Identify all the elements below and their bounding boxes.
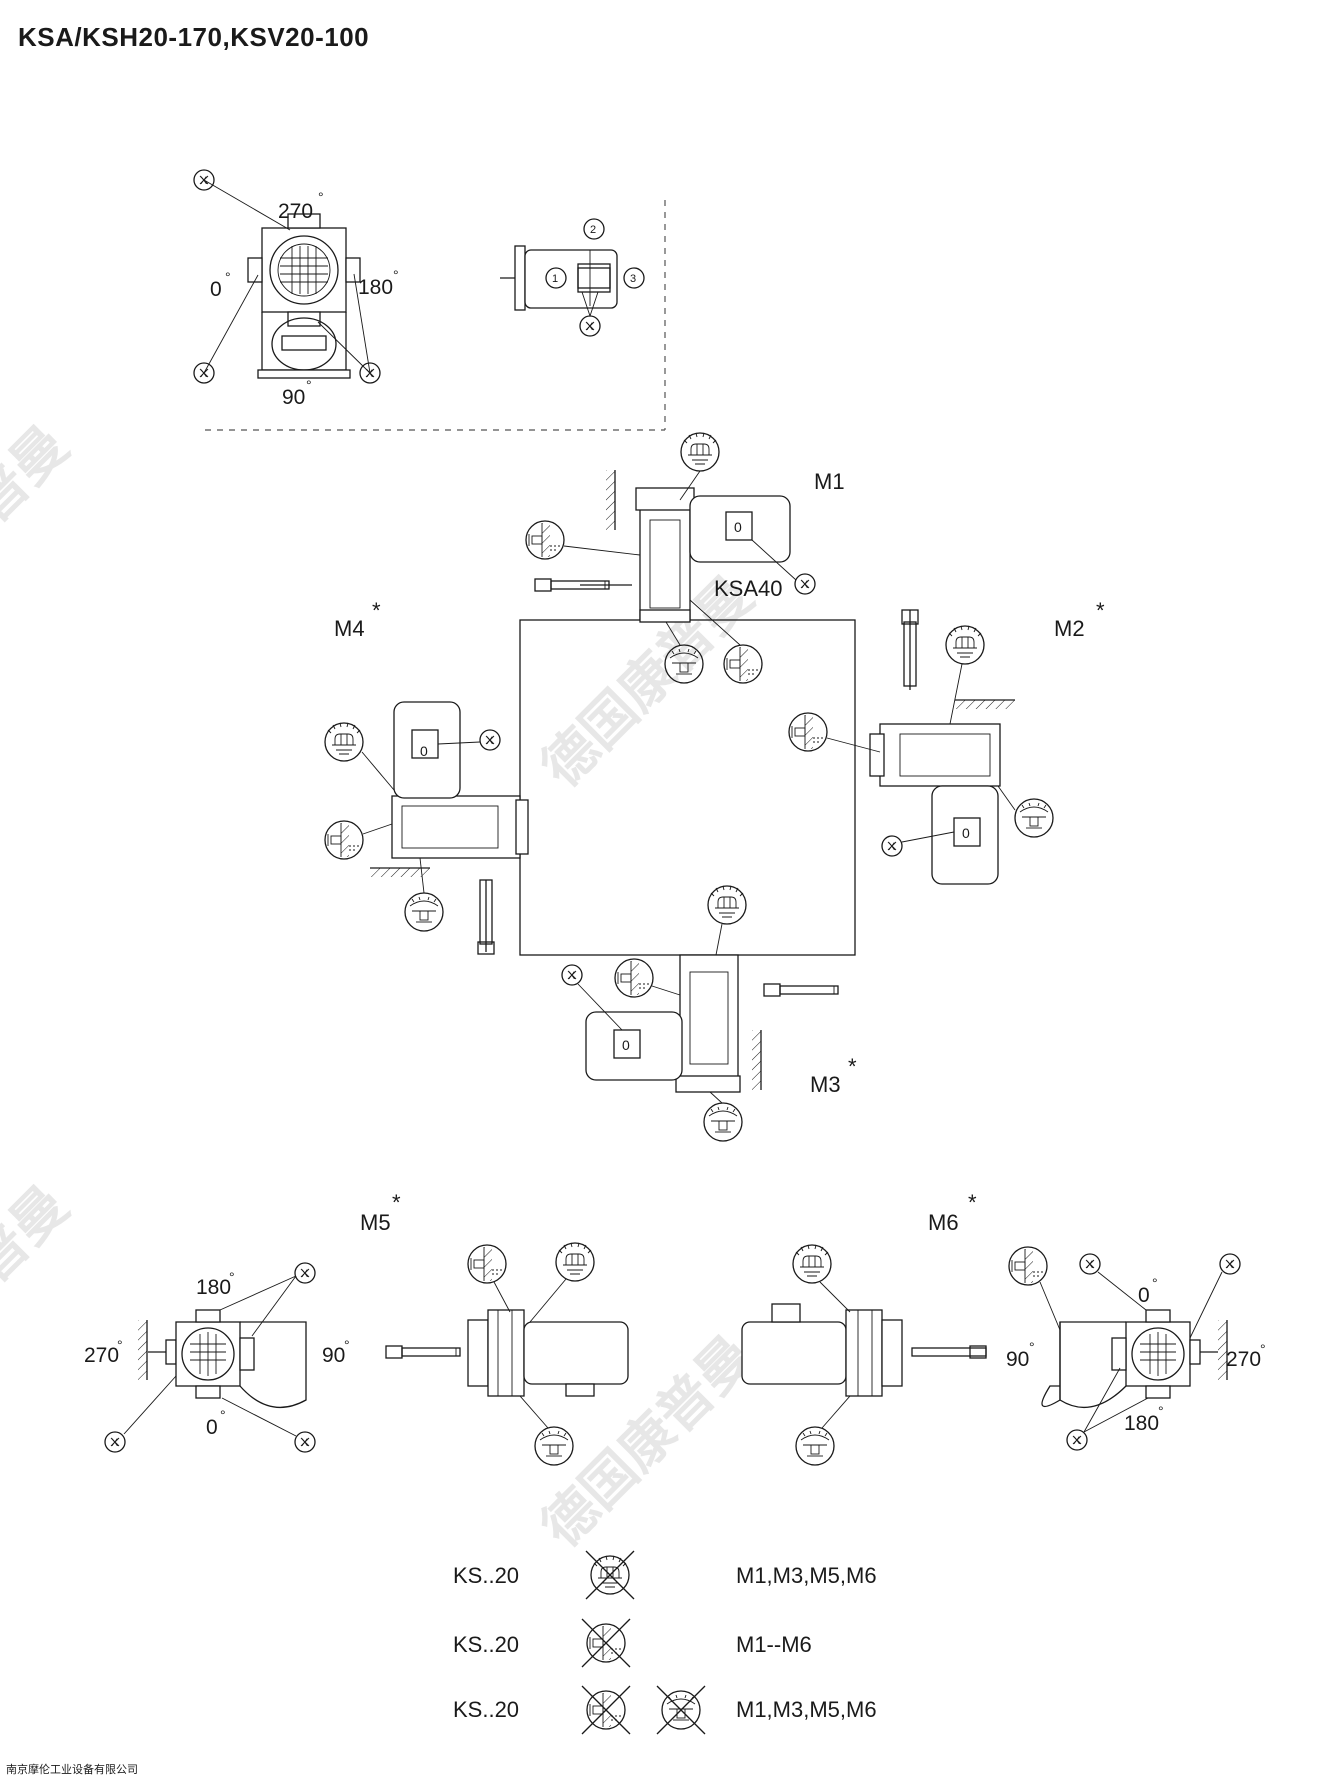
legend-applies: M1,M3,M5,M6 [736,1697,877,1722]
legend-model: KS..20 [453,1632,519,1657]
x-mark-label: X [1073,1435,1081,1447]
degree-sign: ° [220,1407,226,1423]
legend-row: KS..20 M1,M3,M5,M6 [453,1685,877,1735]
degree-sign: ° [393,267,399,283]
x-mark-label: X [301,1268,309,1280]
position-m2-label: M2 [1054,616,1085,641]
terminal-box-zero-label: 0 [622,1037,630,1053]
angle-90-label: 90 [282,386,305,409]
angle-180-label: 180 [358,276,393,299]
terminal-box-zero-label: 0 [420,743,428,759]
x-mark-label: X [801,579,809,591]
legend: KS..20 M1,M3,M5,M6 KS..20 M1--M6 KS..20 … [453,1550,877,1735]
x-mark-label: X [1086,1259,1094,1271]
angle-270-label: 270 [1226,1348,1261,1371]
degree-sign: ° [117,1337,123,1353]
angle-0-label: 0 [210,278,222,301]
position-m6-drawing: X X X 0 ° 90 ° 270 ° 180 ° M6 * [741,1190,1266,1466]
legend-applies: M1--M6 [736,1632,812,1657]
degree-sign: ° [1152,1275,1158,1291]
degree-sign: ° [344,1337,350,1353]
position-m6-star: * [968,1190,977,1215]
position-m2-drawing: X 0 M2 * [788,598,1105,885]
x-mark-label: X [366,368,374,380]
angle-270-label: 270 [278,200,313,223]
watermark-text-left: 德国康普曼 [0,414,80,649]
degree-sign: ° [318,189,324,205]
model-label-ksa40: KSA40 [714,576,783,601]
angle-90-label: 90 [1006,1348,1029,1371]
degree-sign: ° [306,377,312,393]
position-m5-star: * [392,1190,401,1215]
position-m3-drawing: X 0 M3 * [561,885,857,1142]
position-m5-drawing: X X X 180 ° 270 ° 90 ° 0 ° M5 * [84,1190,629,1466]
cable-entry-view: 1 2 3 X [500,218,645,337]
terminal-box-zero-label: 0 [962,825,970,841]
angle-90-label: 90 [322,1344,345,1367]
angle-0-label: 0 [1138,1284,1150,1307]
degree-sign: ° [1158,1403,1164,1419]
x-mark-label: X [568,970,576,982]
position-m3-label: M3 [810,1072,841,1097]
legend-applies: M1,M3,M5,M6 [736,1563,877,1588]
crossed-out-icon [656,1685,706,1735]
position-m2-star: * [1096,598,1105,623]
position-m5-label: M5 [360,1210,391,1235]
degree-sign: ° [229,1269,235,1285]
footer-company: 南京摩伦工业设备有限公司 [6,1762,138,1776]
position-m1-label: M1 [814,469,845,494]
x-mark-label: X [586,321,594,333]
angle-180-label: 180 [1124,1412,1159,1435]
legend-row: KS..20 M1--M6 [453,1618,812,1668]
page-title: KSA/KSH20-170,KSV20-100 [18,22,369,52]
position-m1-drawing: X 0 KSA40 M1 [525,432,845,684]
terminal-box-zero-label: 0 [734,519,742,535]
degree-sign: ° [1029,1339,1035,1355]
legend-model: KS..20 [453,1563,519,1588]
x-mark-label: X [111,1437,119,1449]
terminal-box-position-view: X X X 270 ° 0 ° 180 ° 90 ° [193,169,399,409]
angle-180-label: 180 [196,1276,231,1299]
degree-sign: ° [225,269,231,285]
x-mark-label: X [888,841,896,853]
cable-entry-2-label: 2 [590,224,596,236]
angle-0-label: 0 [206,1416,218,1439]
position-m3-star: * [848,1054,857,1079]
legend-model: KS..20 [453,1697,519,1722]
degree-sign: ° [1260,1341,1266,1357]
angle-270-label: 270 [84,1344,119,1367]
position-m6-label: M6 [928,1210,959,1235]
crossed-out-icon [585,1550,635,1600]
x-mark-label: X [200,368,208,380]
position-m4-drawing: X 0 M4 * [324,598,529,955]
legend-row: KS..20 M1,M3,M5,M6 [453,1550,877,1600]
x-mark-label: X [1226,1259,1234,1271]
watermark-text-left-lower: 德国康普曼 [0,1174,80,1409]
position-m4-star: * [372,598,381,623]
x-mark-label: X [301,1437,309,1449]
x-mark-label: X [200,175,208,187]
x-mark-label: X [486,735,494,747]
cable-entry-1-label: 1 [552,273,558,285]
position-m4-label: M4 [334,616,365,641]
cable-entry-3-label: 3 [630,273,636,285]
